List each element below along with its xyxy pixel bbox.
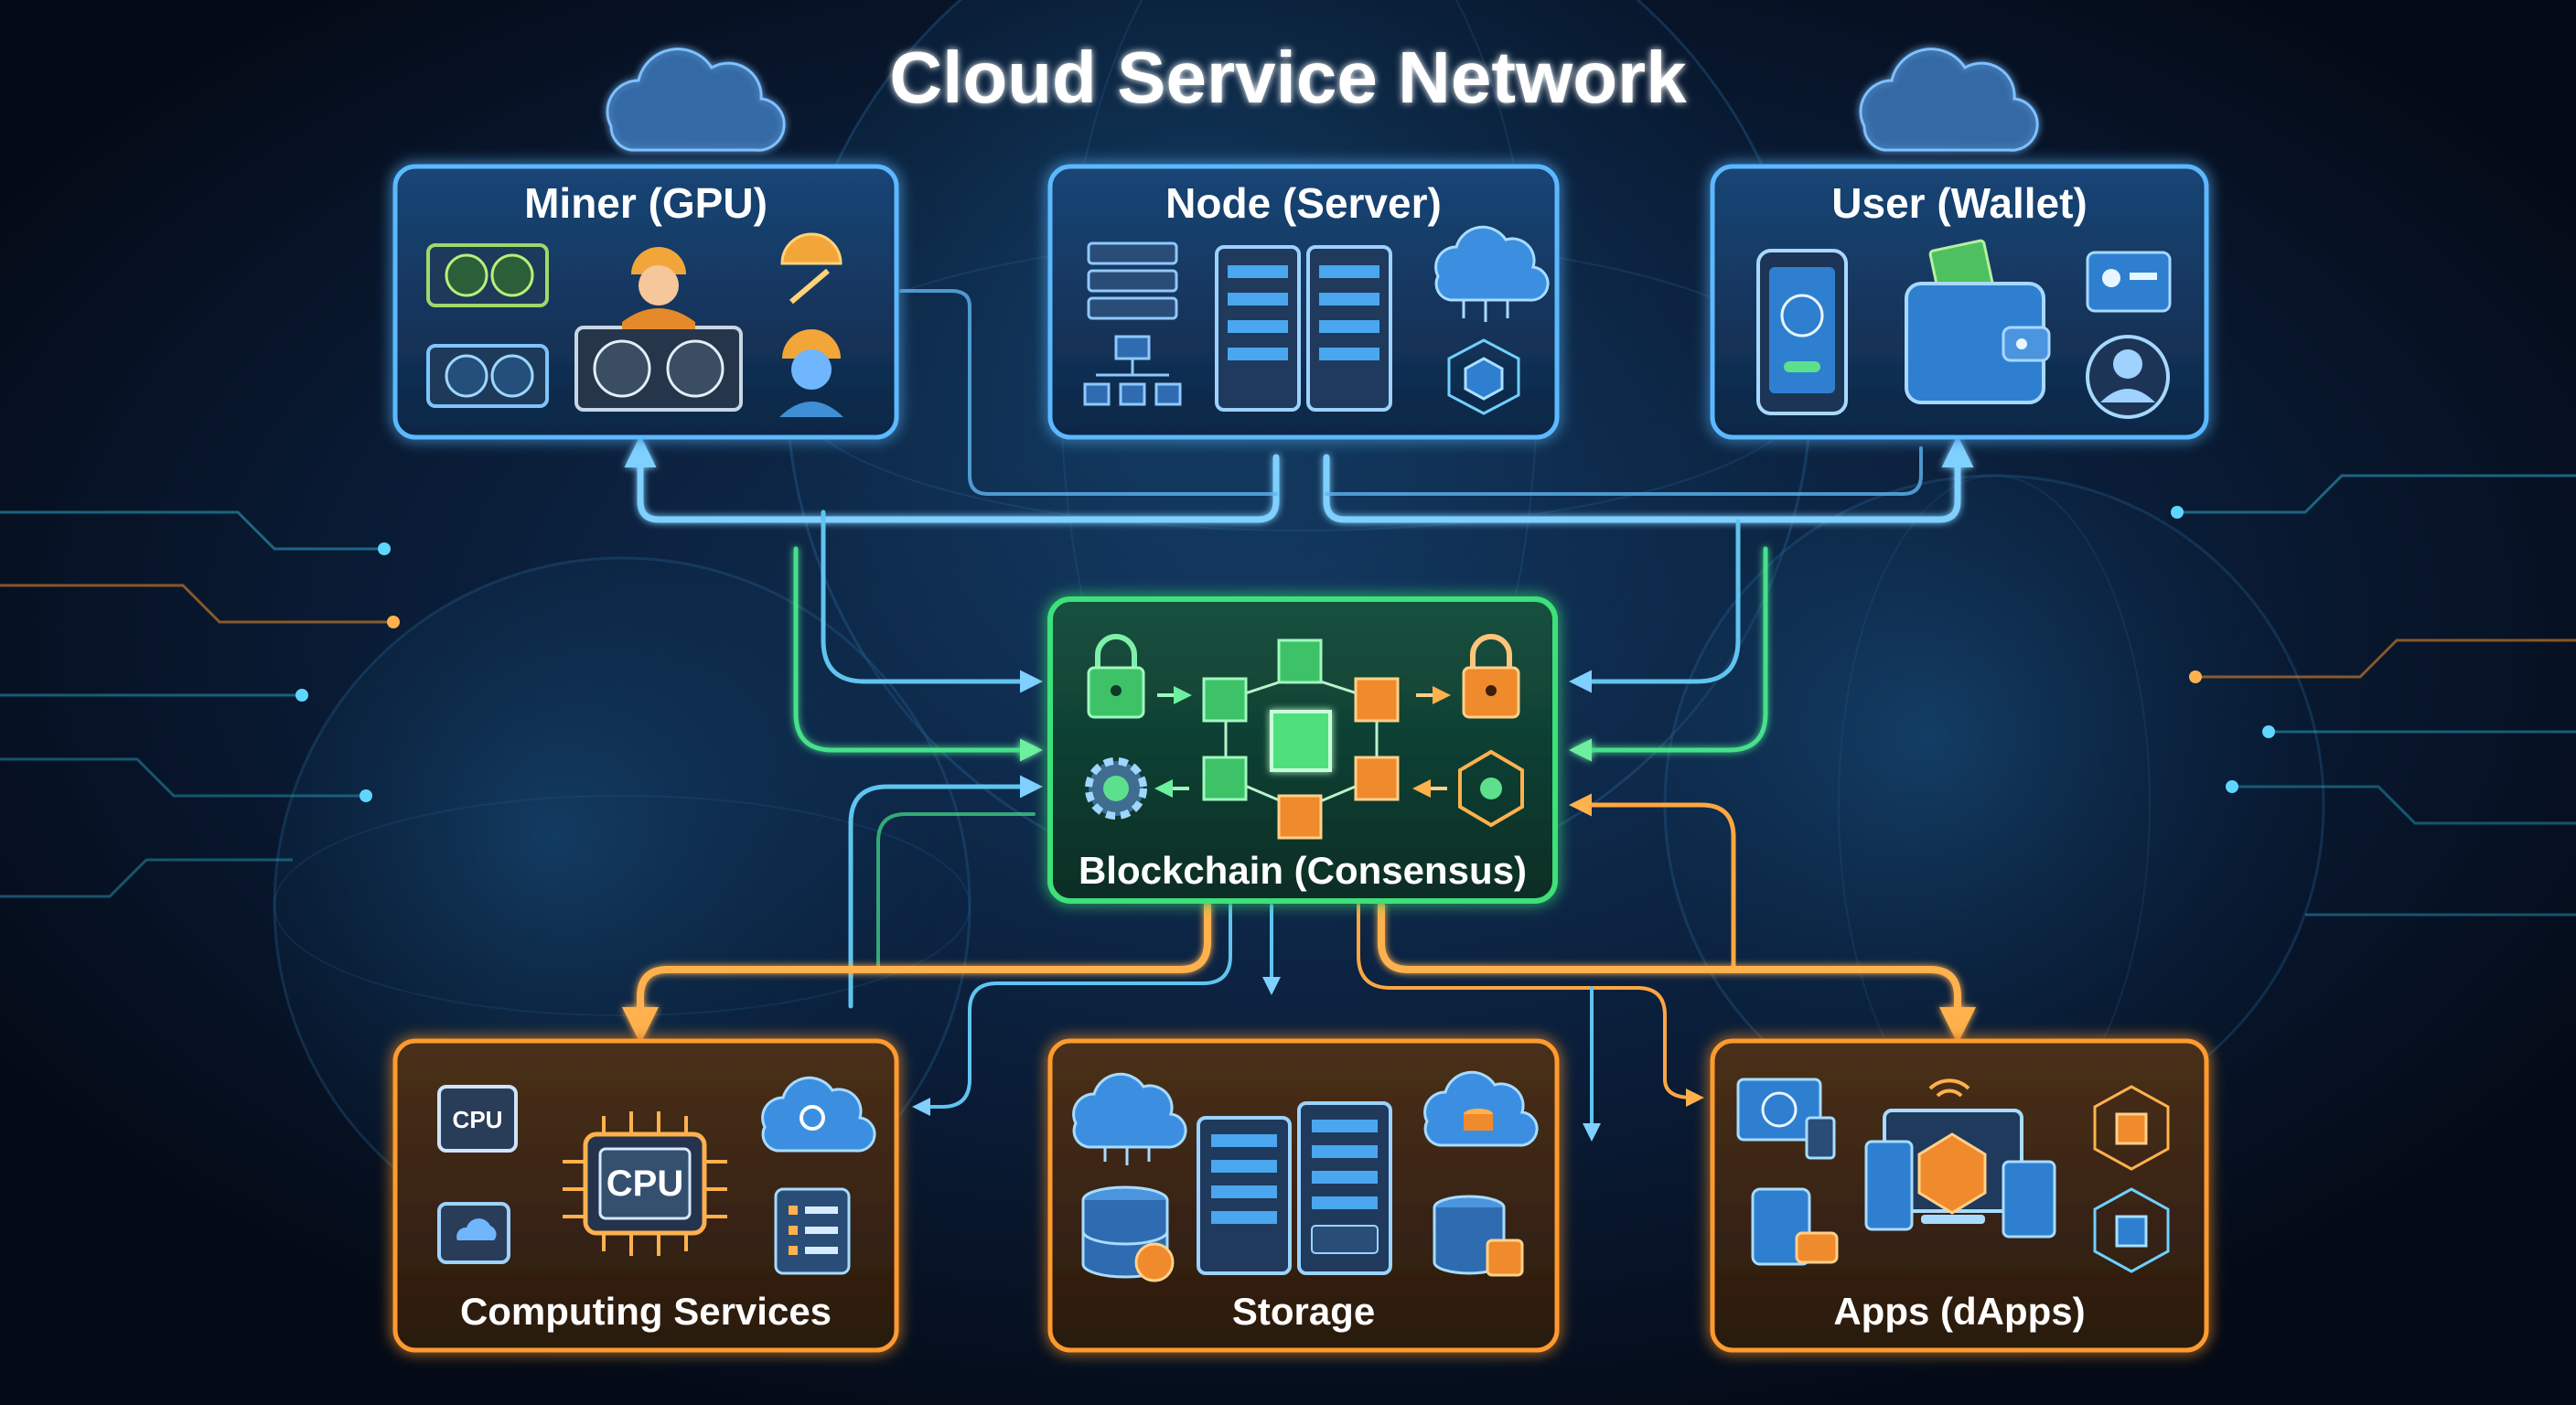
connectors [622, 289, 1976, 1206]
checklist-icon [774, 1187, 851, 1275]
connector-left-to-blockchain-2 [793, 546, 1043, 762]
mining-rig-icon [574, 326, 743, 412]
wifi-icon [1928, 1078, 1970, 1098]
node-computing-label: Computing Services [460, 1290, 832, 1333]
connector-right-to-blockchain-3 [1569, 793, 1736, 972]
node-user[interactable]: User (Wallet) [1710, 164, 2209, 440]
pickaxe-helmet-icon [780, 232, 843, 305]
node-server-label: Node (Server) [1165, 179, 1442, 227]
connector-blockchain-to-computing [622, 902, 1211, 1044]
padlock-green-icon [1087, 634, 1145, 719]
connector-blockchain-to-apps [1378, 902, 1976, 1044]
background-circuit-traces [0, 474, 2576, 917]
node-miner[interactable]: Miner (GPU) [392, 164, 899, 440]
cpu-small-label: CPU [453, 1106, 503, 1133]
cpu-chip-icon: CPU [563, 1111, 727, 1256]
decor-cloud-right-icon [1859, 48, 2039, 152]
miner-avatar-icon [779, 329, 843, 417]
cube-network-icon [1447, 338, 1520, 415]
smartphone-globe-icon [1756, 249, 1848, 415]
miner-worker-icon [622, 247, 695, 329]
gear-icon [1085, 757, 1147, 820]
cube-network-blue-icon [2093, 1187, 2170, 1273]
gpu-card-icon [426, 243, 549, 408]
blockchain-inner-arrows [1154, 686, 1451, 798]
user-avatar-icon [2086, 335, 2170, 419]
server-stack-icon [1087, 241, 1178, 320]
connector-bus-to-user [1323, 435, 1974, 523]
connector-bus-to-miner [624, 435, 1280, 523]
node-apps-label: Apps (dApps) [1833, 1290, 2085, 1333]
node-apps[interactable]: Apps (dApps) [1710, 1038, 2209, 1353]
decor-cloud-left-icon [606, 48, 786, 152]
node-storage[interactable]: Storage [1047, 1038, 1560, 1353]
devices-icon [1864, 1109, 2056, 1239]
node-blockchain[interactable]: Blockchain (Consensus) [1047, 596, 1558, 904]
connector-left-to-blockchain-3 [848, 775, 1043, 1009]
storage-server-rack-icon [1197, 1101, 1392, 1275]
node-user-label: User (Wallet) [1831, 179, 2087, 227]
diagram-title: Cloud Service Network [889, 37, 1687, 118]
node-computing[interactable]: CPU CP [392, 1038, 899, 1353]
database-icon [1081, 1185, 1175, 1282]
cloud-database-icon [1423, 1070, 1539, 1277]
node-blockchain-label: Blockchain (Consensus) [1079, 849, 1527, 892]
cloud-chip-icon [437, 1202, 510, 1264]
tablet-chat-icon [1751, 1187, 1839, 1266]
node-miner-label: Miner (GPU) [524, 179, 767, 227]
id-card-icon [2086, 251, 2172, 313]
cpu-chip-small-icon: CPU [437, 1085, 518, 1153]
cpu-large-label: CPU [606, 1164, 683, 1204]
node-server[interactable]: Node (Server) [1047, 164, 1560, 440]
padlock-orange-icon [1462, 634, 1520, 719]
block-cubes-icon [1202, 638, 1400, 840]
network-tree-icon [1083, 335, 1182, 406]
wallet-icon [1905, 239, 2051, 404]
connector-right-to-blockchain-1 [1569, 519, 1741, 693]
cloud-gear-icon [761, 1076, 876, 1153]
server-rack-icon [1215, 245, 1392, 412]
cloud-upload-icon [1072, 1072, 1187, 1165]
hex-network-icon [1458, 749, 1524, 828]
node-storage-label: Storage [1232, 1290, 1375, 1333]
connector-right-to-blockchain-2 [1569, 546, 1768, 762]
monitor-globe-icon [1736, 1078, 1836, 1160]
connector-left-to-blockchain-1 [821, 509, 1043, 693]
hex-cube-orange-icon [2093, 1085, 2170, 1171]
cloud-network-icon [1434, 225, 1550, 322]
